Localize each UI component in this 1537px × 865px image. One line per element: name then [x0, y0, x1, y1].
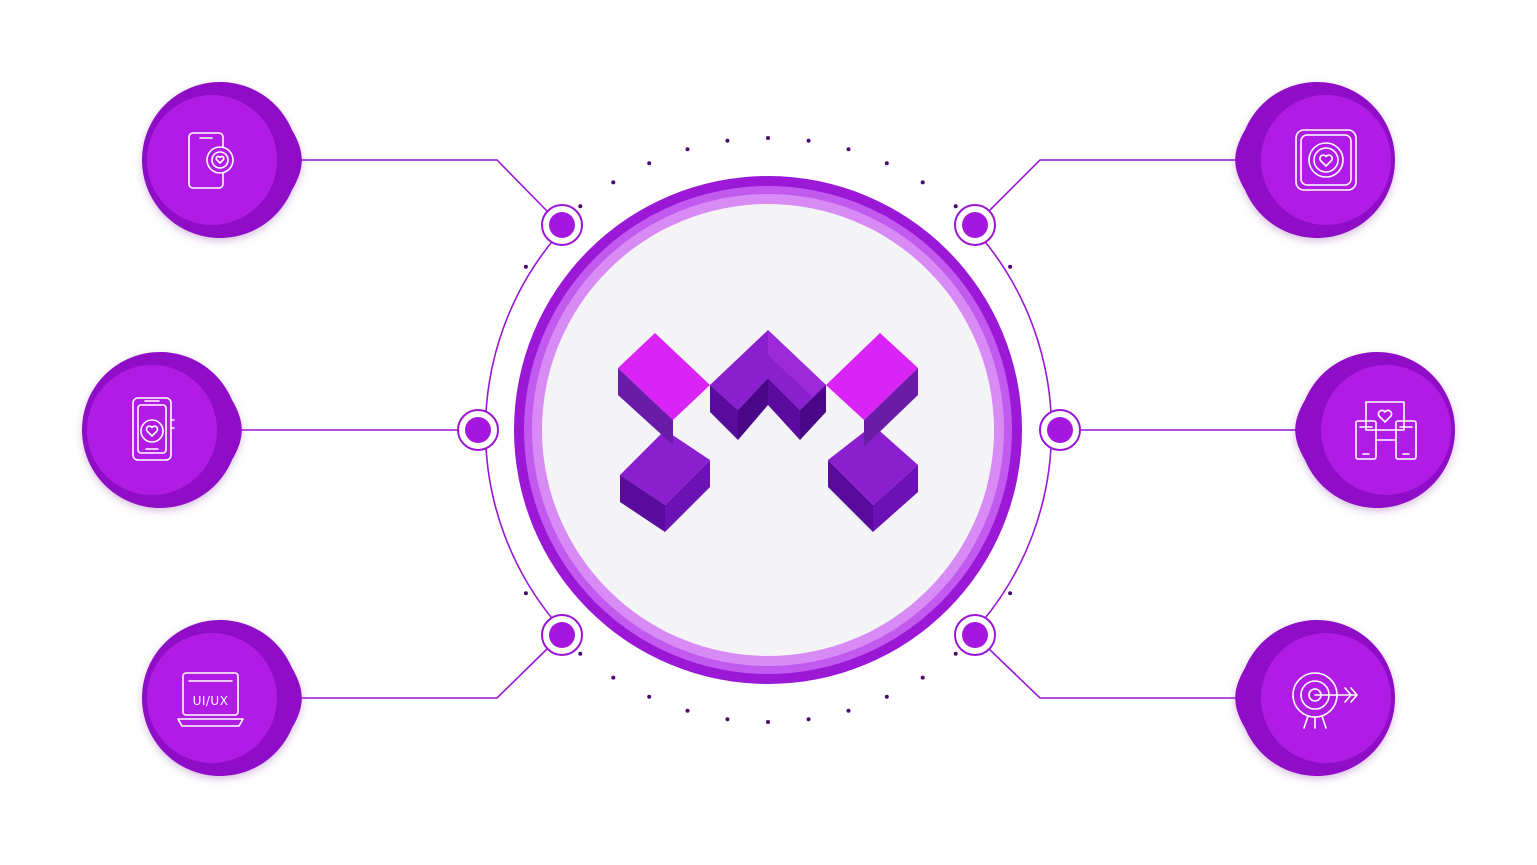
- connectors: [232, 159, 1305, 699]
- laptop-uiux-icon: [177, 672, 244, 727]
- bottom-dot: [685, 708, 690, 713]
- bottom-dot: [953, 651, 958, 656]
- bubble-top-right: [1235, 81, 1395, 238]
- app-heart-icon: [1295, 129, 1357, 191]
- bottom-dot: [523, 591, 528, 596]
- junction-top-left: [541, 204, 583, 246]
- bottom-dot: [725, 717, 730, 722]
- top-dot: [766, 136, 770, 140]
- target-arrow-icon: [1292, 672, 1358, 729]
- bottom-dot: [884, 694, 889, 699]
- connector-top-right: [987, 159, 1245, 213]
- connector-bottom-left: [292, 647, 549, 699]
- junction-mid-right: [1039, 409, 1081, 451]
- bubble-bottom-left: [142, 620, 302, 776]
- bubble-mid-left: [82, 352, 242, 509]
- bottom-dot: [611, 675, 616, 680]
- phone-heart-icon: [188, 132, 234, 189]
- top-dot: [611, 180, 616, 185]
- top-dot: [806, 138, 811, 143]
- junction-bottom-left: [541, 614, 583, 656]
- bottom-dot: [920, 675, 925, 680]
- junction-top-right: [954, 204, 996, 246]
- top-dot: [846, 147, 851, 152]
- smartwatch-heart-icon: [132, 397, 175, 461]
- junction-mid-left: [457, 409, 499, 451]
- center-badge: [514, 176, 1022, 684]
- top-dot: [953, 204, 958, 209]
- junction-bottom-right: [954, 614, 996, 656]
- top-dot: [578, 204, 583, 209]
- devices-heart-icon: [1355, 401, 1417, 460]
- top-dot: [920, 180, 925, 185]
- connector-bottom-right: [987, 647, 1245, 699]
- bottom-dot: [846, 708, 851, 713]
- bubble-bottom-right: [1235, 620, 1395, 776]
- top-dot: [884, 161, 889, 166]
- top-dot: [1008, 264, 1013, 269]
- top-dot: [523, 264, 528, 269]
- top-dot: [647, 161, 652, 166]
- bottom-dot: [766, 720, 770, 724]
- bottom-dot: [647, 694, 652, 699]
- top-dot: [685, 147, 690, 152]
- uiux-label: UI/UX: [193, 694, 229, 708]
- connector-top-left: [292, 159, 549, 213]
- junction-markers: [457, 204, 1081, 656]
- top-dot: [725, 138, 730, 143]
- m-cubes-logo: [618, 330, 918, 532]
- bottom-dot: [1008, 591, 1013, 596]
- bottom-dot: [578, 651, 583, 656]
- bottom-dot: [806, 717, 811, 722]
